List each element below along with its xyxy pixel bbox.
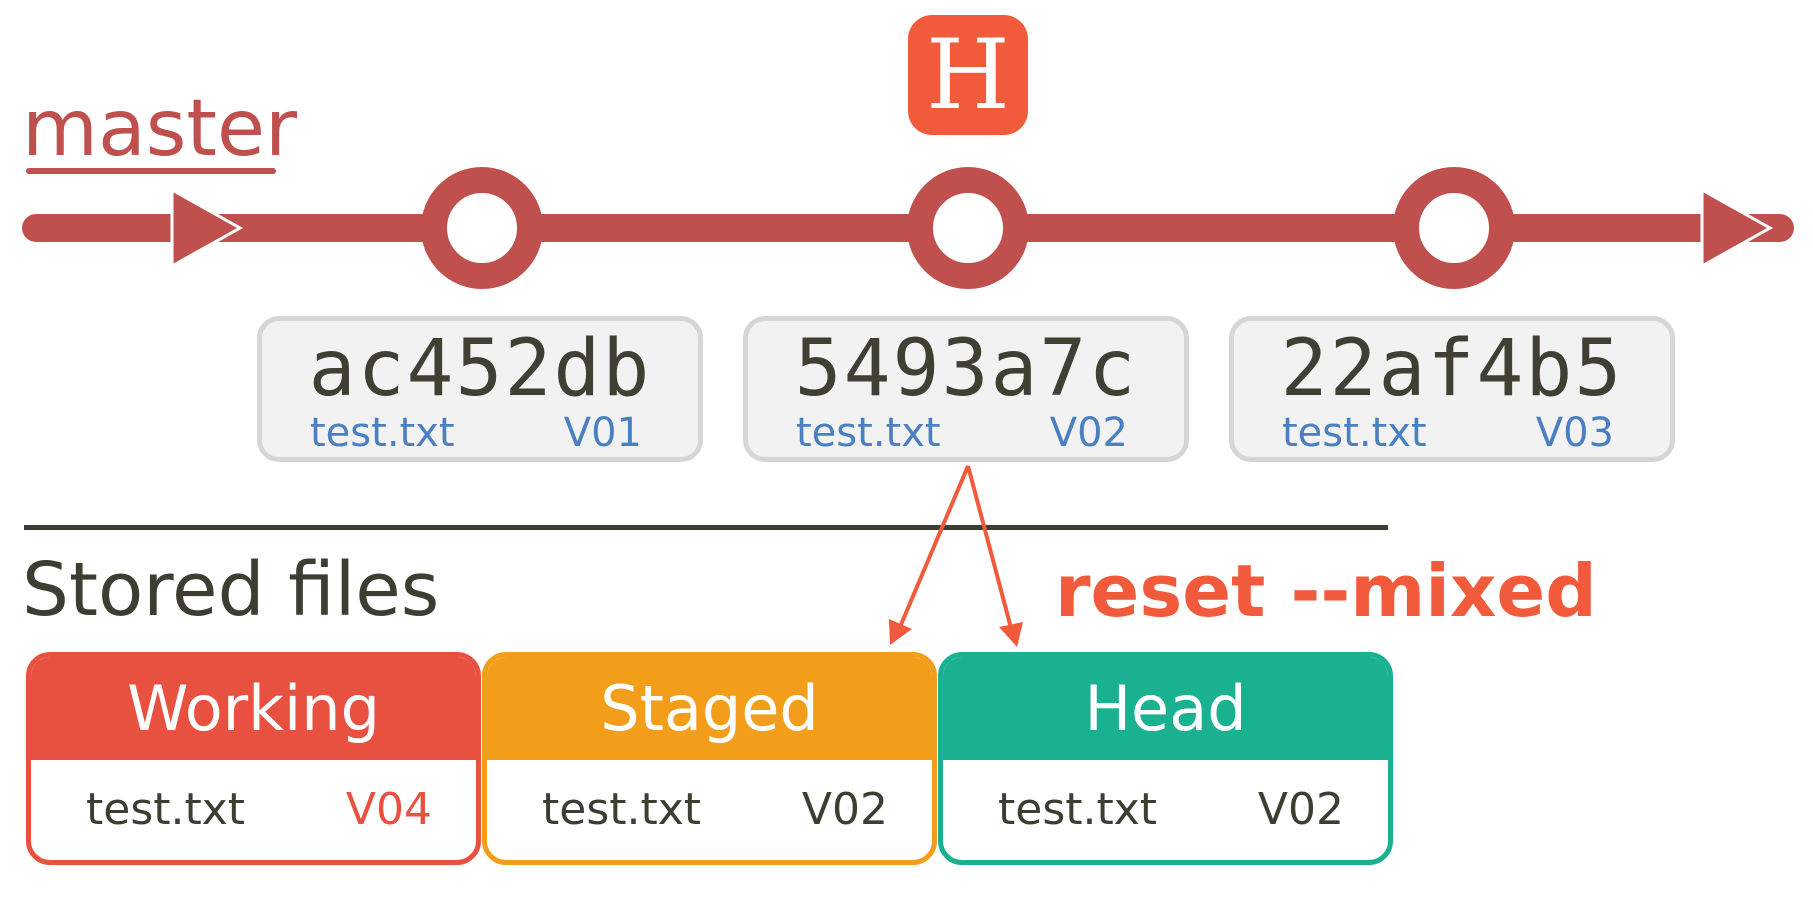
staged-area-body: test.txt V02 [487, 760, 932, 860]
commit-file-version: V01 [563, 410, 642, 456]
branch-end-arrow [1700, 187, 1774, 269]
staged-area: Staged test.txt V02 [482, 652, 937, 865]
staged-area-header: Staged [487, 657, 932, 760]
section-divider [24, 525, 1388, 530]
commit-node[interactable] [421, 167, 543, 289]
commit-card[interactable]: 5493a7c test.txt V02 [743, 316, 1189, 462]
commit-file-version: V03 [1535, 410, 1614, 456]
head-area-body: test.txt V02 [943, 760, 1388, 860]
working-file-version: V04 [345, 784, 432, 835]
commit-card[interactable]: 22af4b5 test.txt V03 [1229, 316, 1675, 462]
staged-file-name: test.txt [542, 784, 702, 835]
working-file-name: test.txt [86, 784, 246, 835]
head-area-header: Head [943, 657, 1388, 760]
stored-files-title: Stored files [22, 547, 440, 633]
working-area: Working test.txt V04 [26, 652, 481, 865]
head-pointer-badge: H [908, 15, 1028, 135]
branch-start-arrow [170, 187, 244, 269]
reset-arrow-to-staged-head [889, 619, 912, 645]
head-area: Head test.txt V02 [938, 652, 1393, 865]
reset-arrow-to-staged [898, 465, 970, 628]
commit-card[interactable]: ac452db test.txt V01 [257, 316, 703, 462]
branch-label: master [22, 84, 298, 174]
commit-file-name: test.txt [796, 410, 941, 456]
head-file-name: test.txt [998, 784, 1158, 835]
staged-file-version: V02 [801, 784, 888, 835]
reset-arrow-to-head-head [999, 622, 1023, 647]
branch-label-underline [26, 168, 276, 174]
commit-hash: ac452db [308, 324, 652, 414]
commit-hash: 5493a7c [794, 324, 1138, 414]
head-file-version: V02 [1257, 784, 1344, 835]
commit-hash: 22af4b5 [1280, 324, 1624, 414]
commit-node[interactable] [907, 167, 1029, 289]
commit-file-version: V02 [1049, 410, 1128, 456]
commit-file-name: test.txt [1282, 410, 1427, 456]
reset-command-label: reset --mixed [1055, 549, 1597, 633]
commit-file-name: test.txt [310, 410, 455, 456]
reset-arrow-to-head [966, 465, 1013, 629]
working-area-body: test.txt V04 [31, 760, 476, 860]
commit-node[interactable] [1393, 167, 1515, 289]
working-area-header: Working [31, 657, 476, 760]
